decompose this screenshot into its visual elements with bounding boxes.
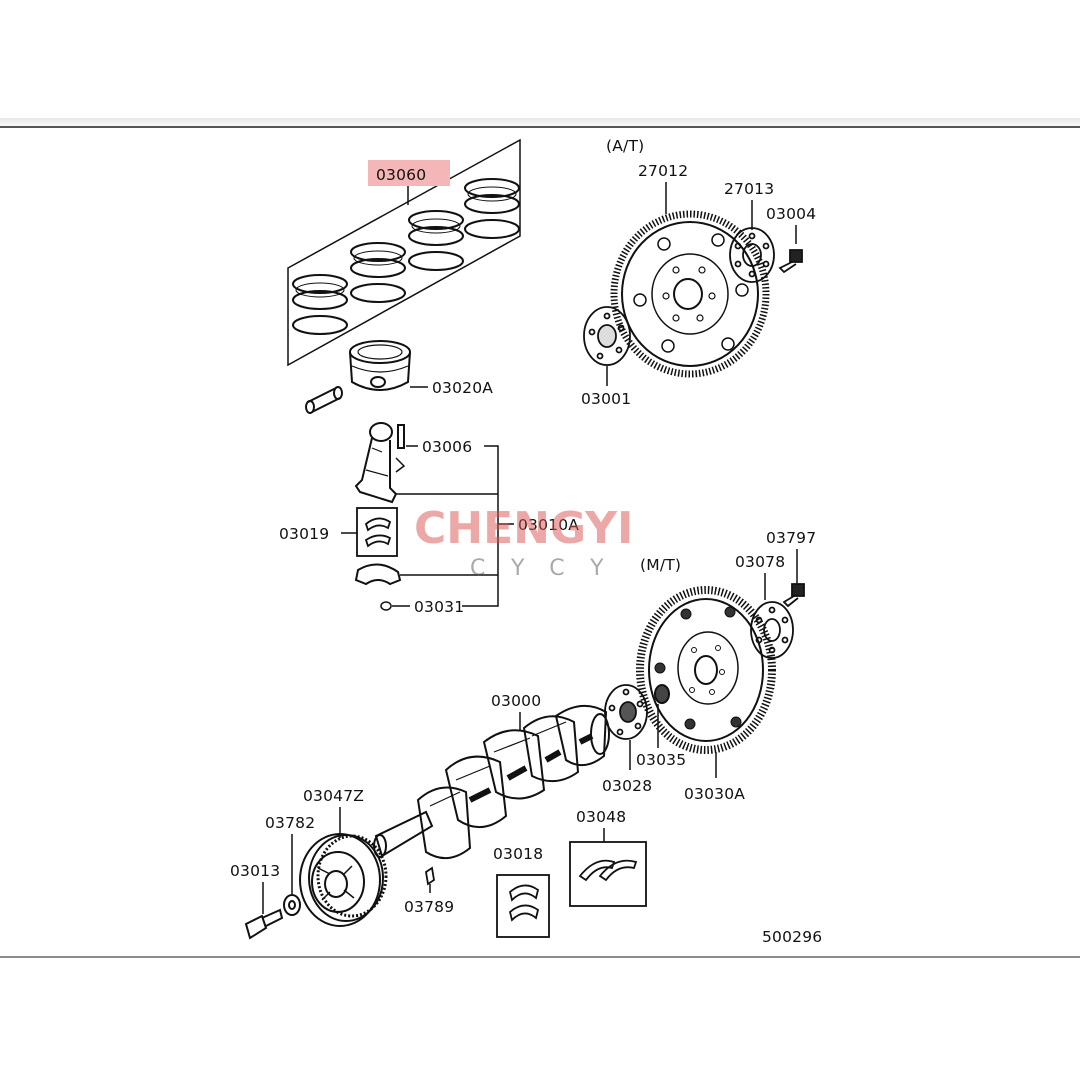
washer-icon (283, 894, 301, 916)
part-label-03020A[interactable]: 03020A (432, 379, 493, 397)
part-label-03000[interactable]: 03000 (491, 692, 541, 710)
thrust-washer-icon (569, 841, 647, 907)
watermark: CHENGYI CYCY (414, 503, 633, 581)
variant-label-mt: (M/T) (640, 556, 681, 574)
key-icon (425, 866, 435, 886)
pulley-bolt-icon (244, 908, 284, 940)
flywheel-bolt-icon (782, 583, 805, 608)
variant-label-at: (A/T) (606, 137, 644, 155)
crank-adapter-icon (583, 306, 631, 366)
part-label-03018[interactable]: 03018 (493, 845, 543, 863)
part-label-27012[interactable]: 27012 (638, 162, 688, 180)
flywheel-icon (636, 586, 776, 754)
part-label-03030A[interactable]: 03030A (684, 785, 745, 803)
part-label-03013[interactable]: 03013 (230, 862, 280, 880)
part-label-03797[interactable]: 03797 (766, 529, 816, 547)
part-label-03060[interactable]: 03060 (376, 166, 426, 184)
part-label-03001[interactable]: 03001 (581, 390, 631, 408)
piston-icon (305, 340, 411, 414)
main-bearing-icon (496, 874, 550, 938)
part-label-03004[interactable]: 03004 (766, 205, 816, 223)
part-label-03078[interactable]: 03078 (735, 553, 785, 571)
drive-plate-icon (610, 210, 770, 378)
watermark-sub: CYCY (470, 556, 630, 581)
nut-icon (380, 601, 392, 611)
drawing-number: 500296 (762, 928, 822, 946)
part-label-03028[interactable]: 03028 (602, 777, 652, 795)
pilot-bushing-icon (654, 684, 670, 704)
watermark-main: CHENGYI (414, 503, 633, 554)
part-label-27013[interactable]: 27013 (724, 180, 774, 198)
top-border (0, 118, 1080, 128)
part-label-03789[interactable]: 03789 (404, 898, 454, 916)
rod-bearing-icon (356, 507, 398, 557)
part-label-03047Z[interactable]: 03047Z (303, 787, 364, 805)
connecting-rod-icon (354, 422, 406, 504)
part-label-03019[interactable]: 03019 (279, 525, 329, 543)
crankshaft-icon (373, 705, 610, 859)
piston-ring-set (287, 138, 521, 367)
part-label-03006[interactable]: 03006 (422, 438, 472, 456)
adapter-plate-icon (729, 227, 775, 283)
crank-rear-plate-icon (604, 684, 648, 740)
rod-cap-icon (354, 563, 402, 586)
crank-pulley-icon (299, 833, 388, 927)
bolt-icon (778, 249, 803, 274)
part-label-03048[interactable]: 03048 (576, 808, 626, 826)
part-label-03035[interactable]: 03035 (636, 751, 686, 769)
group-bracket (396, 445, 514, 607)
highlight-box (368, 160, 450, 186)
part-label-03010A[interactable]: 03010A (518, 516, 579, 534)
part-label-03782[interactable]: 03782 (265, 814, 315, 832)
part-label-03031[interactable]: 03031 (414, 598, 464, 616)
